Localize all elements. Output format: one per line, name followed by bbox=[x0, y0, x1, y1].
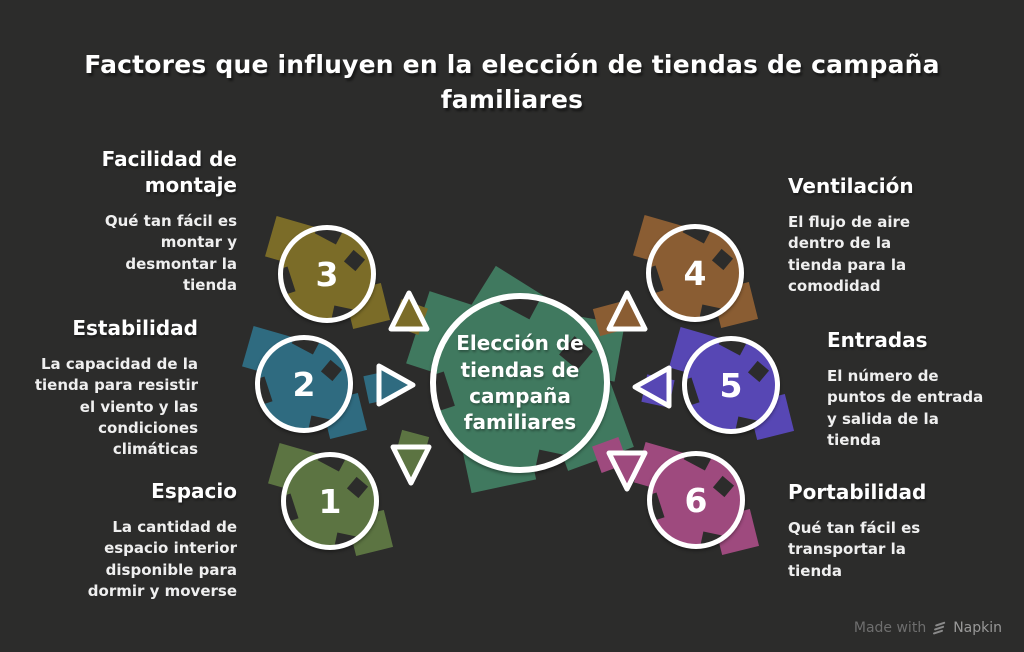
node-ring bbox=[255, 335, 353, 433]
factor-title: Facilidad de montaje bbox=[101, 147, 237, 197]
node-ring bbox=[682, 336, 780, 434]
node-number: 1 bbox=[318, 481, 342, 521]
arrow-up-icon bbox=[592, 287, 650, 337]
factor-block-espacio: Espacio La cantidad de espacio interior … bbox=[32, 478, 237, 602]
arrow-right-icon bbox=[363, 361, 418, 409]
factor-block-ventilacion: Ventilación El flujo de aire dentro de l… bbox=[788, 173, 1003, 297]
center-node: Elección de tiendas de campaña familiare… bbox=[406, 265, 634, 494]
napkin-logo-icon bbox=[933, 621, 946, 634]
node-circle-6: 6 bbox=[634, 442, 760, 556]
node-ring bbox=[278, 225, 376, 323]
factor-block-entradas: Entradas El número de puntos de entrada … bbox=[827, 327, 1024, 451]
factor-title: Estabilidad bbox=[72, 316, 198, 340]
factor-block-facilidad-de-montaje: Facilidad de montaje Qué tan fácil es mo… bbox=[35, 146, 237, 296]
factor-description: El flujo de aire dentro de la tienda par… bbox=[788, 213, 911, 295]
factor-description: La cantidad de espacio interior disponib… bbox=[87, 518, 237, 600]
factor-description: Qué tan fácil es transportar la tienda bbox=[788, 519, 921, 580]
watermark-made-with-text: Made with bbox=[853, 620, 927, 636]
arrow-left-icon bbox=[630, 363, 676, 411]
node-ring bbox=[647, 451, 745, 549]
arrow-down-icon bbox=[592, 437, 650, 495]
node-ring bbox=[281, 452, 379, 550]
node-circle-5: 5 bbox=[669, 327, 795, 441]
node-circle-4: 4 bbox=[633, 215, 759, 329]
factor-title: Portabilidad bbox=[788, 480, 927, 504]
node-number: 5 bbox=[719, 365, 743, 405]
node-circle-1: 1 bbox=[268, 443, 394, 557]
node-number: 4 bbox=[683, 253, 707, 293]
factor-title: Espacio bbox=[151, 479, 237, 503]
node-circle-2: 2 bbox=[242, 326, 368, 440]
node-number: 6 bbox=[684, 480, 708, 520]
factor-block-portabilidad: Portabilidad Qué tan fácil es transporta… bbox=[788, 479, 1003, 582]
factor-title: Ventilación bbox=[788, 174, 914, 198]
page-title: Factores que influyen en la elección de … bbox=[84, 50, 940, 114]
factor-title: Entradas bbox=[827, 328, 928, 352]
node-number: 3 bbox=[315, 254, 339, 294]
arrow-up-icon bbox=[386, 287, 432, 335]
node-ring bbox=[646, 224, 744, 322]
node-circle-3: 3 bbox=[265, 216, 391, 330]
center-label: Elección de tiendas de campaña familiare… bbox=[456, 331, 584, 435]
node-number: 2 bbox=[292, 364, 316, 404]
arrow-down-icon bbox=[388, 429, 434, 489]
factor-description: Qué tan fácil es montar y desmontar la t… bbox=[104, 212, 237, 294]
watermark-brand-text: Napkin bbox=[953, 620, 1002, 636]
factor-description: El número de puntos de entrada y salida … bbox=[827, 367, 984, 449]
factor-block-estabilidad: Estabilidad La capacidad de la tienda pa… bbox=[0, 315, 198, 460]
napkin-watermark-link[interactable]: Made with Napkin bbox=[854, 620, 1002, 636]
factor-description: La capacidad de la tienda para resistir … bbox=[34, 355, 198, 459]
node-ring bbox=[430, 293, 610, 473]
